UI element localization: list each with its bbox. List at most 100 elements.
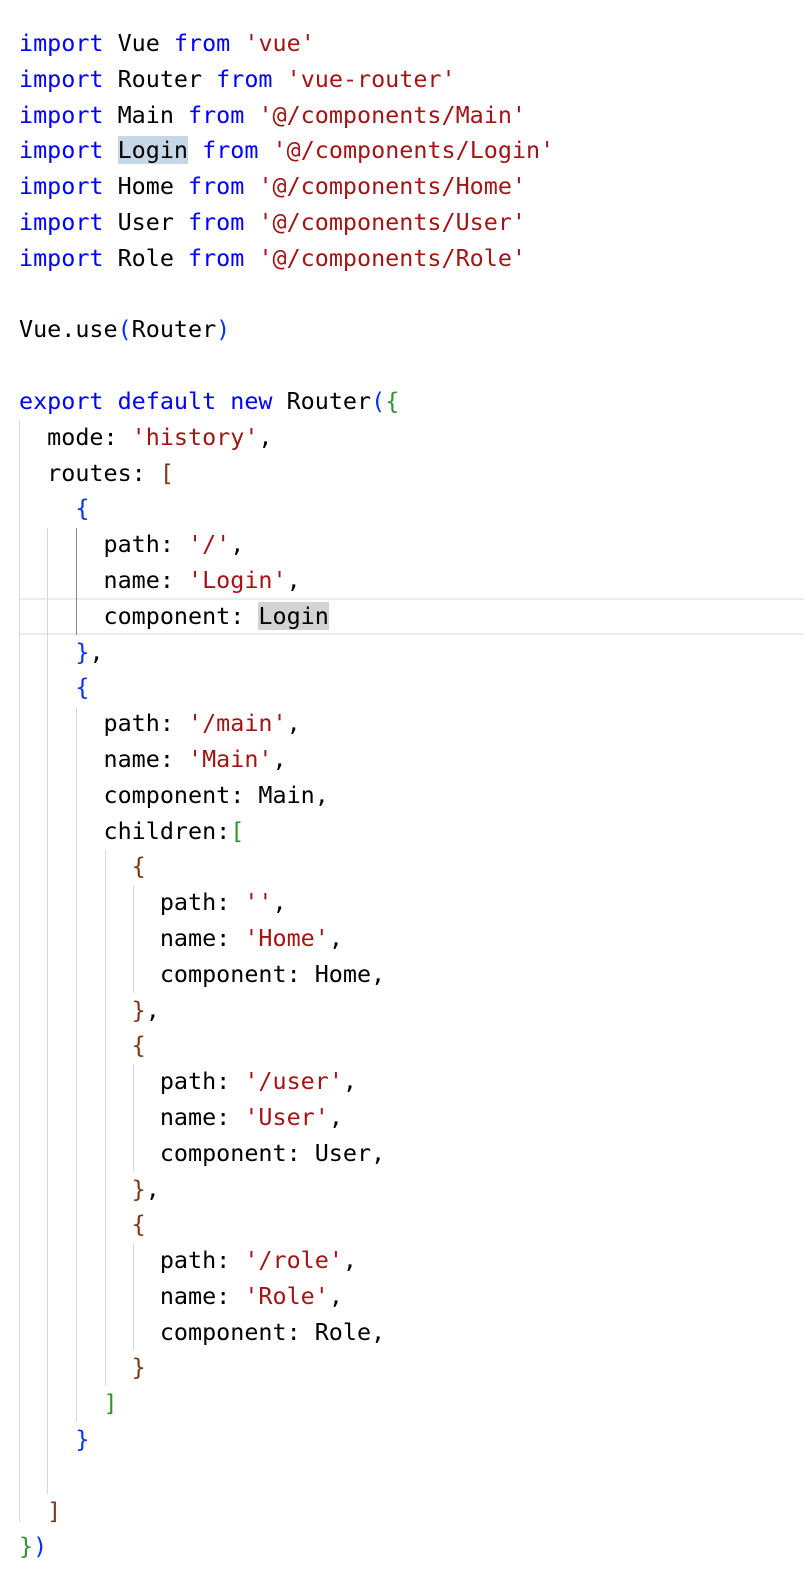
- code-line[interactable]: {: [19, 491, 804, 527]
- code-token: component: User,: [19, 1138, 386, 1167]
- indent-guide: [133, 1243, 134, 1350]
- code-token: ,: [286, 709, 301, 738]
- code-line[interactable]: component: Main,: [19, 778, 804, 814]
- bracket-token: {: [131, 1031, 146, 1060]
- code-line[interactable]: import Router from 'vue-router': [19, 62, 804, 98]
- bracket-token: ]: [103, 1389, 118, 1418]
- code-line[interactable]: import Main from '@/components/Main': [19, 98, 804, 134]
- code-token: [244, 101, 258, 129]
- keyword-token: from: [188, 207, 245, 236]
- code-line[interactable]: path: '/main',: [19, 706, 804, 742]
- code-line[interactable]: children:[: [19, 814, 804, 850]
- keyword-token: from: [216, 64, 273, 93]
- code-line[interactable]: component: Home,: [19, 957, 804, 993]
- bracket-token: (: [117, 315, 132, 344]
- code-line[interactable]: ​: [19, 1458, 804, 1494]
- code-line[interactable]: component: Login: [19, 599, 804, 635]
- code-line[interactable]: path: '',: [19, 885, 804, 921]
- code-line[interactable]: ]: [19, 1386, 804, 1422]
- code-line[interactable]: path: '/',: [19, 527, 804, 563]
- bracket-token: ): [33, 1532, 48, 1561]
- code-line[interactable]: {: [19, 849, 804, 885]
- keyword-token: from: [188, 243, 245, 272]
- code-line[interactable]: },: [19, 993, 804, 1029]
- code-line[interactable]: routes: [: [19, 456, 804, 492]
- code-line[interactable]: name: 'Role',: [19, 1279, 804, 1315]
- code-line[interactable]: {: [19, 1028, 804, 1064]
- code-line[interactable]: export default new Router({: [19, 384, 804, 420]
- code-token: ,: [258, 422, 273, 451]
- code-token: Vue.use: [19, 315, 118, 344]
- code-token: ,: [272, 888, 287, 917]
- keyword-token: import: [19, 64, 104, 93]
- keyword-token: import: [19, 172, 104, 201]
- bracket-token: }: [19, 1532, 34, 1561]
- code-token: path:: [19, 1067, 245, 1096]
- code-token: [244, 172, 258, 200]
- code-line[interactable]: import Vue from 'vue': [19, 26, 804, 62]
- code-token: Router: [272, 386, 372, 415]
- bracket-token: }: [75, 1425, 90, 1454]
- code-token: [244, 244, 258, 272]
- code-token: [19, 1175, 132, 1203]
- code-line[interactable]: ​: [19, 277, 804, 313]
- code-line[interactable]: ​: [19, 348, 804, 384]
- indent-guide: [76, 707, 77, 1422]
- code-line[interactable]: mode: 'history',: [19, 420, 804, 456]
- string-token: '@/components/Role': [258, 243, 527, 272]
- string-token: '/': [188, 530, 231, 559]
- code-line[interactable]: component: User,: [19, 1136, 804, 1172]
- code-line[interactable]: component: Role,: [19, 1315, 804, 1351]
- code-line[interactable]: import Home from '@/components/Home': [19, 169, 804, 205]
- code-token: [19, 852, 132, 880]
- code-text-area[interactable]: import Vue from 'vue'import Router from …: [19, 26, 804, 1565]
- code-line[interactable]: {: [19, 670, 804, 706]
- code-line[interactable]: }): [19, 1529, 804, 1565]
- code-token: Main: [103, 100, 188, 129]
- code-token: ,: [89, 637, 104, 666]
- code-line[interactable]: },: [19, 1172, 804, 1208]
- keyword-token: from: [202, 136, 259, 165]
- code-line[interactable]: }: [19, 1422, 804, 1458]
- code-token: path:: [19, 1246, 245, 1275]
- code-line[interactable]: Vue.use(Router): [19, 312, 804, 348]
- keyword-token: from: [188, 100, 245, 129]
- keyword-token: import: [19, 207, 104, 236]
- code-token: [230, 29, 244, 57]
- code-editor[interactable]: import Vue from 'vue'import Router from …: [0, 26, 804, 1578]
- string-token: '@/components/Login': [272, 136, 555, 165]
- indent-guide: [19, 421, 20, 1522]
- code-token: [19, 1389, 104, 1417]
- code-line[interactable]: }: [19, 1350, 804, 1386]
- code-token: ,: [328, 1102, 343, 1131]
- code-token: [19, 494, 75, 522]
- code-line[interactable]: name: 'Login',: [19, 563, 804, 599]
- code-line[interactable]: name: 'Home',: [19, 921, 804, 957]
- code-token: ,: [145, 995, 160, 1024]
- string-token: 'Home': [244, 923, 329, 952]
- code-token: ,: [342, 1067, 357, 1096]
- code-line[interactable]: {: [19, 1207, 804, 1243]
- code-line[interactable]: import Login from '@/components/Login': [19, 133, 804, 169]
- code-line[interactable]: path: '/user',: [19, 1064, 804, 1100]
- code-token: [19, 1210, 132, 1238]
- code-line[interactable]: name: 'User',: [19, 1100, 804, 1136]
- code-line[interactable]: },: [19, 635, 804, 671]
- string-token: '': [244, 888, 273, 917]
- code-line[interactable]: path: '/role',: [19, 1243, 804, 1279]
- indent-guide: [105, 850, 106, 1386]
- code-token: ,: [272, 744, 287, 773]
- code-token: Role: [103, 243, 188, 272]
- bracket-token: }: [131, 1174, 146, 1203]
- code-line[interactable]: import Role from '@/components/Role': [19, 241, 804, 277]
- keyword-token: import: [19, 243, 104, 272]
- bracket-token: ]: [47, 1496, 62, 1525]
- keyword-token: import: [19, 136, 104, 165]
- code-token: Home: [103, 172, 188, 201]
- indent-guide: [133, 1064, 134, 1171]
- code-line[interactable]: ]: [19, 1494, 804, 1530]
- string-token: 'User': [244, 1102, 329, 1131]
- string-token: 'Role': [244, 1281, 329, 1310]
- code-line[interactable]: import User from '@/components/User': [19, 205, 804, 241]
- code-line[interactable]: name: 'Main',: [19, 742, 804, 778]
